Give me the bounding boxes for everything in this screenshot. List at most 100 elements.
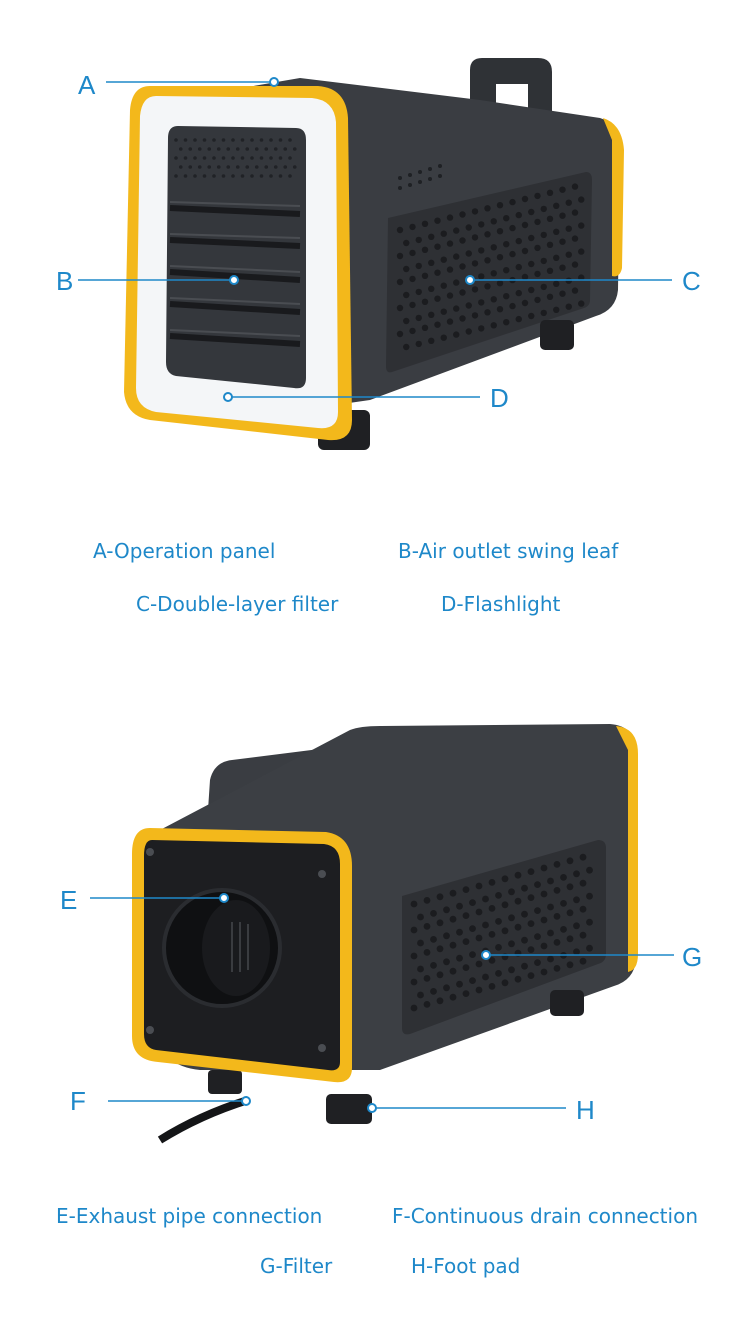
vent-hole	[471, 286, 479, 293]
callout-d: D	[223, 383, 509, 413]
callout-letter-f: F	[70, 1086, 86, 1116]
vent-hole	[459, 263, 466, 270]
vent-hole	[283, 147, 288, 151]
vent-hole	[269, 156, 273, 160]
vent-hole	[571, 235, 579, 242]
vent-hole	[534, 881, 541, 888]
vent-hole	[553, 887, 561, 894]
vent-hole	[566, 935, 574, 943]
vent-hole	[534, 296, 541, 304]
vent-hole	[508, 888, 515, 896]
vent-hole	[216, 165, 221, 169]
vent-hole	[423, 949, 431, 956]
vent-hole	[573, 922, 580, 930]
vent-hole	[183, 174, 188, 178]
vent-hole	[183, 138, 188, 142]
vent-hole	[440, 256, 447, 263]
vent-hole	[453, 227, 460, 234]
vent-hole	[250, 156, 254, 160]
vent-hole	[578, 222, 585, 229]
vent-hole	[573, 870, 580, 878]
vent-hole	[573, 948, 580, 956]
vent-hole	[495, 892, 502, 899]
vent-hole	[449, 941, 457, 949]
vent-hole	[417, 965, 424, 973]
vent-hole	[490, 218, 497, 225]
vent-hole	[534, 907, 541, 914]
foot-pad	[208, 1070, 242, 1094]
vent-hole	[514, 923, 522, 931]
vent-hole	[443, 932, 450, 940]
vent-hole	[540, 309, 547, 317]
vent-hole	[488, 879, 496, 886]
vent-hole	[478, 325, 485, 332]
vent-hole	[240, 174, 245, 178]
vent-hole	[534, 218, 541, 226]
front-view-figure: A B C D	[0, 0, 750, 500]
vent-hole	[540, 916, 548, 924]
vent-hole	[534, 270, 541, 278]
vent-hole	[428, 233, 435, 240]
vent-hole	[403, 317, 410, 325]
foot-pad	[550, 990, 584, 1016]
legend-item-d: D-Flashlight	[441, 592, 561, 616]
vent-hole	[490, 244, 497, 251]
legend-item-a: A-Operation panel	[93, 539, 276, 563]
vent-hole	[565, 225, 572, 232]
vent-hole	[434, 269, 441, 276]
vent-hole	[515, 263, 522, 271]
vent-hole	[527, 946, 535, 953]
vent-hole	[553, 254, 560, 261]
vent-hole	[508, 914, 515, 922]
vent-hole	[565, 251, 572, 258]
vent-hole	[471, 260, 479, 267]
vent-hole	[410, 900, 418, 908]
vent-hole	[534, 244, 541, 252]
vent-hole	[226, 165, 231, 169]
vent-hole	[421, 324, 429, 331]
vent-hole	[496, 306, 504, 313]
vent-hole	[496, 228, 504, 235]
vent-hole	[547, 955, 554, 963]
vent-hole	[197, 147, 202, 151]
vent-hole	[423, 923, 431, 930]
vent-hole	[403, 343, 410, 351]
vent-hole	[478, 247, 485, 254]
legend-item-g: G-Filter	[260, 1254, 333, 1278]
vent-hole	[527, 920, 535, 927]
vent-hole	[292, 165, 297, 169]
vent-hole	[578, 300, 585, 307]
vent-hole	[540, 942, 548, 950]
vent-hole	[278, 174, 283, 178]
vent-hole	[278, 156, 283, 160]
vent-hole	[515, 289, 522, 297]
vent-hole	[528, 260, 535, 268]
vent-hole	[484, 309, 491, 316]
vent-hole	[202, 174, 207, 178]
vent-hole	[571, 261, 579, 268]
vent-hole	[540, 205, 547, 213]
vent-hole	[553, 228, 560, 235]
callout-letter-g: G	[682, 942, 702, 972]
vent-hole	[553, 939, 561, 946]
vent-hole	[456, 928, 463, 936]
callout-letter-d: D	[490, 383, 509, 413]
vent-hole	[396, 252, 404, 260]
vent-hole	[417, 991, 424, 999]
vent-hole	[415, 262, 422, 270]
vent-hole	[546, 189, 554, 196]
vent-hole	[273, 147, 278, 151]
vent-hole	[465, 250, 472, 257]
vent-hole	[509, 250, 516, 258]
vent-hole	[174, 138, 178, 142]
vent-hole	[469, 977, 476, 984]
vent-hole	[403, 239, 410, 247]
legend-item-h: H-Foot pad	[411, 1254, 521, 1278]
vent-hole	[528, 286, 535, 294]
vent-hole	[553, 913, 561, 920]
vent-hole	[250, 138, 254, 142]
vent-hole	[446, 318, 454, 325]
vent-hole	[496, 202, 504, 209]
vent-hole	[409, 249, 416, 257]
vent-hole	[501, 979, 509, 987]
